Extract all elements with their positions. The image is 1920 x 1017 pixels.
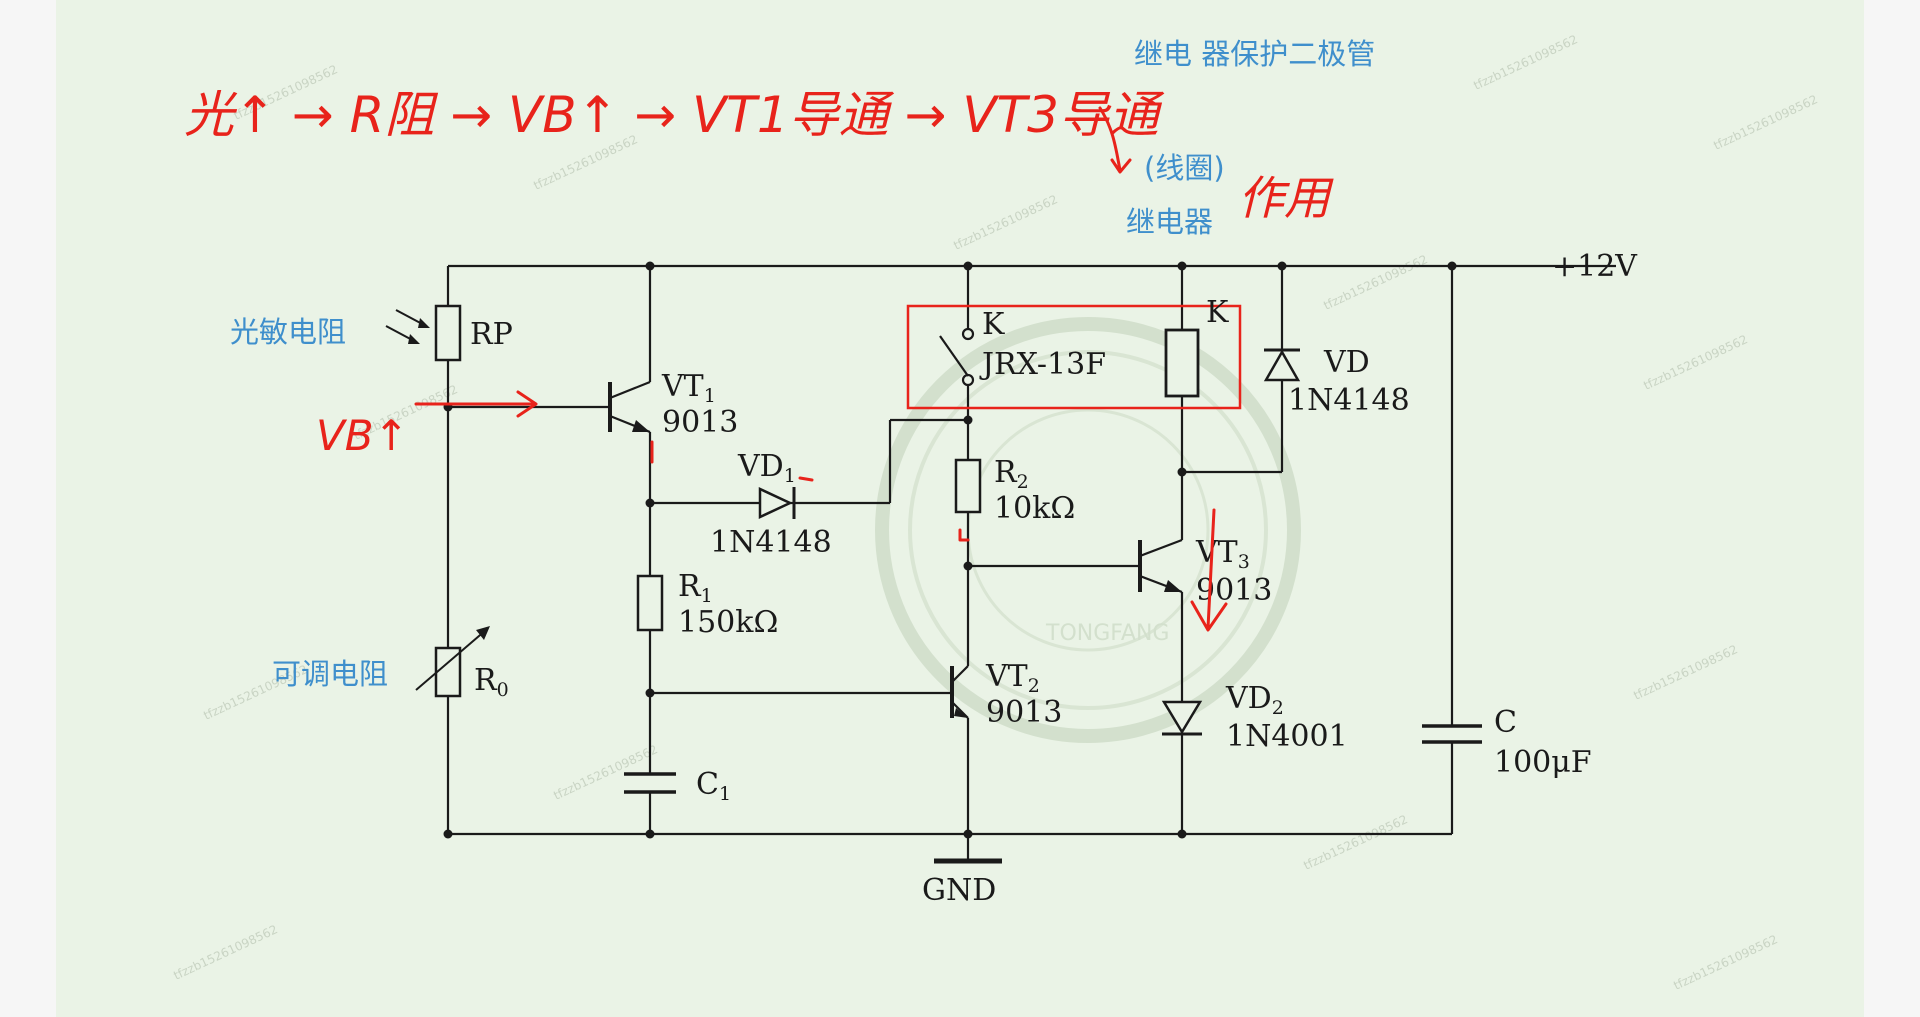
capacitor-c1 [624,772,676,794]
vt1-label: VT [661,369,704,404]
r1-subscript: 1 [701,585,713,607]
r2-value: 10kΩ [994,491,1075,526]
svg-text:VT2: VT2 [985,659,1040,697]
svg-text:tfzzb15261098562: tfzzb15261098562 [951,192,1059,253]
c1-label: C [696,767,719,802]
svg-text:tfzzb15261098562: tfzzb15261098562 [1631,642,1739,703]
handwritten-vb: VB↑ [316,411,409,460]
capacitor-c [1422,724,1482,744]
relay-protection-diode-note: 继电 器保护二极管 [1134,37,1375,71]
resistor-r1 [636,574,664,632]
k-coil-label: K [1206,295,1229,330]
vt2-model: 9013 [986,695,1062,730]
k-switch-label: K [982,307,1005,342]
svg-text:VD1: VD1 [737,449,796,487]
vt1-model: 9013 [662,405,738,440]
vt3-subscript: 3 [1238,551,1250,573]
vd2-subscript: 2 [1272,697,1284,719]
r2-subscript: 2 [1017,471,1029,493]
diode-vd1 [758,487,796,519]
relay-coil-k [1164,328,1200,398]
relay-highlight-box [906,304,1242,410]
adjustable-resistor-r0 [415,626,490,698]
vd2-label: VD [1225,681,1272,716]
svg-text:R1: R1 [678,569,713,607]
vd-label: VD [1323,345,1370,380]
c1-subscript: 1 [719,783,731,805]
svg-text:tfzzb15261098562: tfzzb15261098562 [1711,92,1819,153]
handwritten-arrow-down [1098,106,1132,174]
handwritten-arrow-right [414,390,538,418]
svg-text:R0: R0 [474,663,509,701]
r2-label: R [994,455,1018,490]
transistor-vt2 [950,665,969,719]
svg-text:VT3: VT3 [1195,535,1250,573]
vd-model: 1N4148 [1288,383,1410,418]
vd1-model: 1N4148 [710,525,832,560]
svg-text:C1: C1 [696,767,731,805]
circuit-diagram: TONGFANG tfzzb15261098562 tfzzb152610985… [171,32,1819,993]
svg-text:tfzzb15261098562: tfzzb15261098562 [171,922,279,983]
c-label: C [1494,705,1517,740]
svg-text:tfzzb15261098562: tfzzb15261098562 [1641,332,1749,393]
adjustable-resistor-note: 可调电阻 [272,657,388,691]
vt3-label: VT [1195,535,1238,570]
watermark-text: TONGFANG [1045,621,1169,646]
vt1-subscript: 1 [704,385,716,407]
ground-label: GND [922,873,996,908]
svg-text:VD2: VD2 [1225,681,1284,719]
diode-vd [1263,348,1301,382]
vt2-subscript: 2 [1028,675,1040,697]
c-value: 100μF [1494,745,1592,780]
photoresistor-note: 光敏电阻 [230,315,346,349]
handwritten-tick-r2 [958,528,970,542]
transistor-vt3 [1138,538,1183,594]
handwritten-action: 作用 [1238,171,1334,225]
handwritten-notes: 光↑ → R阻 → VB↑ → VT1导通 → VT3导通 作用 VB↑ [184,86,1334,632]
svg-text:tfzzb15261098562: tfzzb15261098562 [1301,812,1409,873]
coil-note: (线圈) [1144,151,1225,185]
handwritten-tick-vd1 [798,476,814,482]
vt3-model: 9013 [1196,573,1272,608]
vd1-subscript: 1 [784,465,796,487]
slide-canvas: TONGFANG tfzzb15261098562 tfzzb152610985… [56,0,1864,1017]
relay-switch-k [939,327,975,387]
svg-text:R2: R2 [994,455,1029,493]
svg-text:VT1: VT1 [661,369,716,407]
watermark-seal: TONGFANG [875,317,1301,743]
svg-text:tfzzb15261098562: tfzzb15261098562 [1471,32,1579,93]
vd2-model: 1N4001 [1226,719,1348,754]
blue-annotations: 继电 器保护二极管 (线圈) 继电器 光敏电阻 可调电阻 [230,37,1375,691]
diode-vd2 [1161,700,1203,736]
r1-value: 150kΩ [678,605,778,640]
wiring [446,264,1616,864]
k-model-label: JRX-13F [979,347,1106,382]
handwritten-chain: 光↑ → R阻 → VB↑ → VT1导通 → VT3导通 [184,86,1165,144]
r0-subscript: 0 [497,679,509,701]
photoresistor-rp [385,304,462,362]
component-labels: +12V GND RP R0 VT1 9013 VD1 1N4148 R1 15… [470,249,1638,908]
rp-label: RP [470,317,513,352]
transistor-vt1 [608,380,651,434]
r1-label: R [678,569,702,604]
vd1-label: VD [737,449,784,484]
handwritten-arrow-vt3 [1190,508,1228,632]
vt2-label: VT [985,659,1028,694]
relay-note: 继电器 [1126,205,1213,239]
svg-text:tfzzb15261098562: tfzzb15261098562 [1671,932,1779,993]
r0-label: R [474,663,498,698]
supply-label: +12V [1552,249,1638,284]
svg-text:tfzzb15261098562: tfzzb15261098562 [1321,252,1429,313]
resistor-r2 [954,458,982,514]
